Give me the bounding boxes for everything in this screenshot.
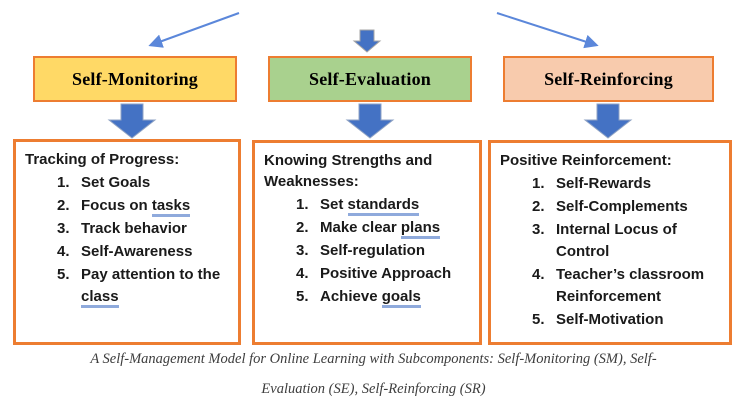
list-item-number: 2. bbox=[57, 197, 70, 214]
list-item-number: 5. bbox=[57, 266, 70, 283]
underlined-word: standards bbox=[347, 196, 420, 216]
numbered-list: 1. Set standards 2. Make clear plans 3. Self-… bbox=[264, 194, 473, 308]
caption-line-1: A Self-Management Model for Online Learn… bbox=[90, 351, 657, 367]
list-item-text: Track behavior bbox=[81, 220, 187, 237]
list-item-number: 1. bbox=[296, 196, 309, 213]
list-item-number: 5. bbox=[532, 311, 545, 328]
down-block-arrow-icon bbox=[583, 103, 633, 139]
down-block-arrow-small-icon bbox=[352, 29, 382, 53]
header-self-reinforcing: Self-Reinforcing bbox=[503, 56, 714, 102]
list-item-number: 4. bbox=[57, 243, 70, 260]
down-block-arrow-icon bbox=[345, 103, 395, 139]
numbered-list: 1. Self-Rewards 2. Self-Complements 3. Intern… bbox=[500, 173, 723, 331]
header-self-evaluation: Self-Evaluation bbox=[268, 56, 472, 102]
list-item: 2. Make clear plans bbox=[296, 217, 473, 239]
header-self-monitoring: Self-Monitoring bbox=[33, 56, 237, 102]
box-positive-reinforcement: Positive Reinforcement: 1. Self-Rewards 2.… bbox=[488, 140, 732, 345]
list-item-text: Achieve goals bbox=[320, 286, 473, 308]
list-item-text: Set Goals bbox=[81, 174, 151, 191]
box-knowing-strengths-weaknesses: Knowing Strengths and Weaknesses: 1. Set … bbox=[252, 140, 482, 345]
list-item-number: 4. bbox=[532, 266, 545, 283]
list-item: 5. Self-Motivation bbox=[532, 309, 723, 331]
box-title: Knowing Strengths and Weaknesses: bbox=[264, 152, 433, 190]
list-item: 1. Set standards bbox=[296, 194, 473, 216]
list-item-number: 4. bbox=[296, 265, 309, 282]
list-item-number: 2. bbox=[296, 219, 309, 236]
list-item-text: Positive Approach bbox=[320, 265, 452, 282]
diagonal-arrow-right-icon bbox=[496, 12, 599, 49]
list-item-text: Teacher’s classroom Reinforcement bbox=[556, 266, 705, 305]
list-item-text: Internal Locus of Control bbox=[556, 221, 677, 260]
list-item-text: Focus on tasks bbox=[81, 195, 232, 217]
list-item: 1. Self-Rewards bbox=[532, 173, 723, 195]
list-item-text: Self-Rewards bbox=[556, 175, 652, 192]
underlined-word: tasks bbox=[151, 197, 191, 217]
list-item-text: Self-Motivation bbox=[556, 311, 664, 328]
list-item: 5. Achieve goals bbox=[296, 286, 473, 308]
list-item: 3. Internal Locus of Control bbox=[532, 219, 723, 263]
down-block-arrow-icon bbox=[107, 103, 157, 139]
list-item: 5. Pay attention to the class bbox=[57, 264, 232, 308]
list-item: 2. Self-Complements bbox=[532, 196, 723, 218]
list-item-text: Set standards bbox=[320, 194, 473, 216]
diagonal-arrow-left-icon bbox=[148, 12, 240, 48]
box-title: Positive Reinforcement: bbox=[500, 152, 672, 169]
header-label: Self-Evaluation bbox=[308, 68, 431, 89]
list-item: 2. Focus on tasks bbox=[57, 195, 232, 217]
list-item: 4. Positive Approach bbox=[296, 263, 473, 285]
box-tracking-of-progress: Tracking of Progress: 1. Set Goals 2. Focus… bbox=[13, 139, 241, 345]
figure-caption: A Self-Management Model for Online Learn… bbox=[0, 351, 747, 398]
list-item: 4. Self-Awareness bbox=[57, 241, 232, 263]
header-label: Self-Monitoring bbox=[72, 68, 198, 89]
list-item: 3. Track behavior bbox=[57, 218, 232, 240]
underlined-word: class bbox=[81, 288, 119, 308]
list-item-text: Make clear plans bbox=[320, 217, 473, 239]
list-item-text: Self-regulation bbox=[320, 242, 426, 259]
list-item-number: 2. bbox=[532, 198, 545, 215]
list-item-text: Self-Complements bbox=[556, 198, 688, 215]
list-item: 3. Self-regulation bbox=[296, 240, 473, 262]
list-item-text: Self-Awareness bbox=[81, 243, 193, 260]
list-item-number: 5. bbox=[296, 288, 309, 305]
underlined-word: goals bbox=[381, 288, 421, 308]
list-item-text: Pay attention to the class bbox=[81, 264, 232, 308]
caption-line-2: Evaluation (SE), Self-Reinforcing (SR) bbox=[261, 381, 486, 397]
top-connector-arrows bbox=[148, 12, 599, 53]
list-item-number: 3. bbox=[532, 221, 545, 238]
list-item-number: 3. bbox=[57, 220, 70, 237]
box-title: Tracking of Progress: bbox=[25, 151, 180, 168]
list-item: 1. Set Goals bbox=[57, 172, 232, 194]
list-item-number: 1. bbox=[532, 175, 545, 192]
underlined-word: plans bbox=[400, 219, 441, 239]
header-label: Self-Reinforcing bbox=[544, 68, 673, 89]
list-item-number: 3. bbox=[296, 242, 309, 259]
list-item-number: 1. bbox=[57, 174, 70, 191]
numbered-list: 1. Set Goals 2. Focus on tasks 3. Track behav… bbox=[25, 172, 232, 308]
list-item: 4. Teacher’s classroom Reinforcement bbox=[532, 264, 723, 308]
